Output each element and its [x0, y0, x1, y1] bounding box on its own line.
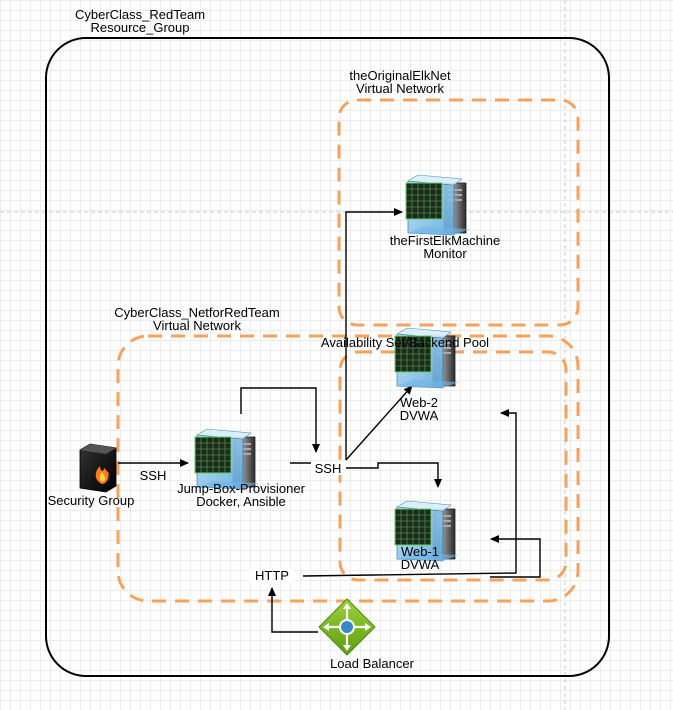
web2-label: Web-2 DVWA: [394, 396, 444, 422]
jump-box-vm-icon[interactable]: [195, 429, 259, 489]
web1-label-line2: DVWA: [395, 558, 445, 571]
red-network-label: CyberClass_NetforRedTeam Virtual Network: [97, 306, 297, 332]
load-balancer-label: Load Balancer: [318, 657, 426, 670]
firewall-icon[interactable]: [80, 444, 116, 492]
resource-group-label: CyberClass_RedTeam Resource_Group: [60, 8, 220, 34]
elk-machine-label-line2: Monitor: [370, 247, 520, 260]
edge-lb-to-http[interactable]: [272, 588, 318, 632]
security-group-label: Security Group: [38, 494, 144, 507]
red-network-label-line2: Virtual Network: [97, 319, 297, 332]
edge-http-to-web1[interactable]: [490, 539, 540, 577]
web1-label: Web-1 DVWA: [395, 545, 445, 571]
elk-machine-label: theFirstElkMachine Monitor: [370, 234, 520, 260]
edge-label-ssh-in-text: SSH: [137, 469, 169, 482]
edge-label-ssh-out: SSH: [311, 462, 345, 475]
edge-label-ssh-in: SSH: [137, 469, 169, 482]
web2-label-line2: DVWA: [394, 409, 444, 422]
edge-ssh-to-web1[interactable]: [346, 463, 438, 487]
edge-label-http-text: HTTP: [250, 569, 294, 582]
load-balancer-label-text: Load Balancer: [318, 657, 426, 670]
edge-label-ssh-out-text: SSH: [311, 462, 345, 475]
jump-box-label: Jump-Box-Provisioner Docker, Ansible: [166, 482, 316, 508]
jump-box-label-line2: Docker, Ansible: [166, 495, 316, 508]
elk-machine-icon[interactable]: [406, 175, 470, 235]
load-balancer-icon[interactable]: [319, 599, 375, 655]
resource-group-label-line2: Resource_Group: [60, 21, 220, 34]
elk-network-label-line2: Virtual Network: [330, 82, 470, 95]
security-group-label-text: Security Group: [38, 494, 144, 507]
availability-set-label-text: Availability Set/Backend Pool: [295, 336, 515, 349]
availability-set-label: Availability Set/Backend Pool: [295, 336, 515, 349]
elk-network-label: theOriginalElkNet Virtual Network: [330, 69, 470, 95]
edge-label-http: HTTP: [250, 569, 294, 582]
